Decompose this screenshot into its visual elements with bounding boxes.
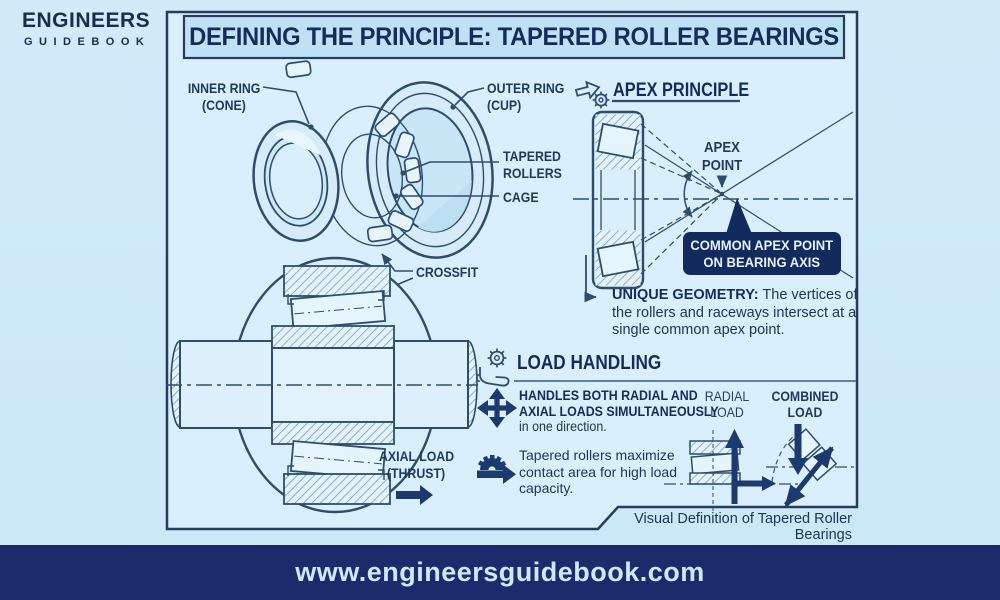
logo-title: ENGINEERS	[22, 9, 151, 32]
apex-principle-heading: APEX PRINCIPLE	[613, 80, 750, 101]
common-apex-badge: COMMON APEX POINT ON BEARING AXIS	[683, 232, 841, 275]
apex-point-label: APEX POINT	[701, 139, 743, 174]
label-crossfit: CROSSFIT	[416, 264, 479, 280]
apex-diagram	[573, 110, 854, 303]
label-cage: CAGE	[503, 189, 539, 205]
label-inner-ring: INNER RING (CONE)	[187, 80, 261, 113]
load-handling-heading: LOAD HANDLING	[517, 352, 662, 374]
unique-geometry-text: UNIQUE GEOMETRY: The vertices of the rol…	[612, 287, 858, 338]
radial-load-diagram	[664, 429, 800, 512]
logo-subtitle: GUIDEBOOK	[24, 36, 151, 48]
axial-load-arrow	[396, 485, 433, 505]
page-title-band: DEFINING THE PRINCIPLE: TAPERED ROLLER B…	[184, 16, 844, 58]
label-tapered-rollers: TAPERED ROLLERS	[503, 148, 562, 181]
website-url: www.engineersguidebook.com	[295, 557, 705, 587]
footer-bar: www.engineersguidebook.com	[0, 545, 1000, 600]
exploded-bearing-drawing	[252, 60, 499, 295]
cross-arrows-icon	[477, 388, 517, 428]
label-combined-load: COMBINED LOAD	[771, 388, 839, 420]
label-axial-load: AXIAL LOAD (THRUST)	[379, 448, 455, 481]
title-band-box	[182, 14, 846, 60]
cross-section-drawing	[166, 256, 478, 514]
label-outer-ring: OUTER RING (CUP)	[487, 80, 565, 113]
combined-load-diagram	[766, 424, 858, 507]
label-radial-load: RADIAL LOAD	[704, 388, 750, 420]
load-bullet-2: Tapered rollers maximize contact area fo…	[519, 447, 677, 496]
panel-caption: Visual Definition of Tapered Roller Bear…	[634, 511, 852, 543]
arrow-gear-icon	[574, 80, 610, 109]
apex-point-dot	[719, 191, 725, 197]
page-title: DEFINING THE PRINCIPLE: TAPERED ROLLER B…	[189, 22, 839, 51]
load-bullet-1: HANDLES BOTH RADIAL AND AXIAL LOADS SIMU…	[519, 388, 719, 434]
gear-arrow-icon	[477, 455, 516, 484]
hand-gear-icon	[476, 348, 510, 387]
badge-pointer	[726, 198, 752, 234]
